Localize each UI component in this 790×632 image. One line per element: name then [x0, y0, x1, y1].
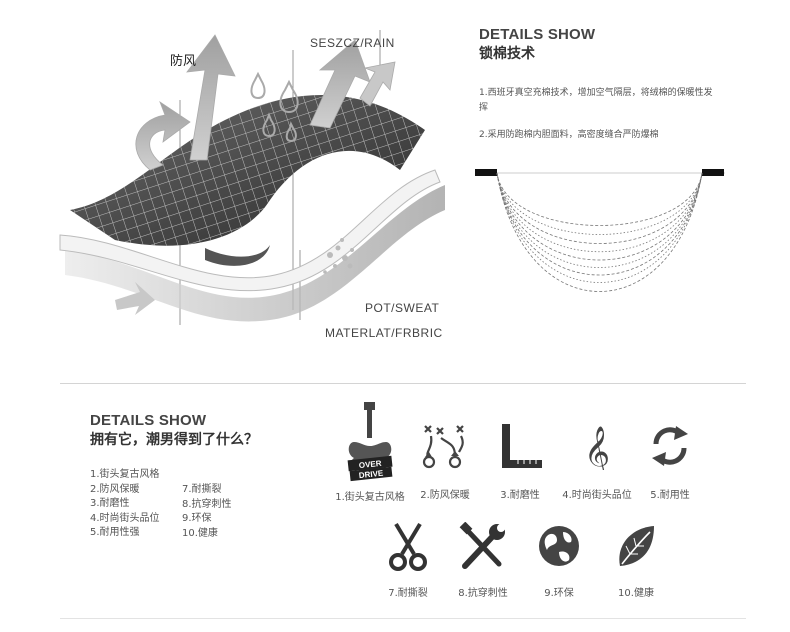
- quilt-curve: [496, 172, 703, 226]
- wrench-screwdriver-icon: [459, 522, 505, 569]
- feature-tear-resistance: 7.耐撕裂: [368, 522, 448, 599]
- list-item: 2.防风保暖: [90, 483, 140, 495]
- feature-list-column-2: 7.耐撕裂 8.抗穿刺性 9.环保 10.健康: [182, 483, 232, 541]
- list-item: 10.健康: [182, 527, 218, 539]
- guitar-badge-line2: DRIVE: [358, 469, 384, 481]
- rain-label: SESZCZ/RAIN: [310, 36, 395, 50]
- recycle-arrows-icon: [652, 426, 688, 466]
- top-details-point-2: 2.采用防跑棉内胆面料，高密度缝合严防爆棉: [479, 130, 659, 140]
- feature-durability: 5.耐用性: [630, 422, 710, 501]
- top-details-title: DETAILS SHOW: [479, 26, 596, 43]
- fabric-layer-diagram: 防风 SESZCZ/RAIN POT/SWEAT MATERLAT/FRBRIC: [55, 10, 455, 340]
- play-diagram-icon: [422, 425, 464, 469]
- feature-label: 8.抗穿刺性: [458, 588, 508, 599]
- feature-eco: 9.环保: [519, 522, 599, 599]
- fabric-layer-illustration: [59, 30, 445, 325]
- feature-label: 5.耐用性: [650, 490, 690, 501]
- feature-street-retro: OVER DRIVE 1.街头复古风格: [330, 402, 410, 503]
- material-label: MATERLAT/FRBRIC: [325, 326, 443, 340]
- feature-label: 7.耐撕裂: [388, 588, 428, 599]
- ruler-square-icon: [502, 424, 542, 468]
- quilting-curve-diagram: [470, 160, 730, 340]
- bottom-details-title: DETAILS SHOW: [90, 412, 207, 429]
- bottom-divider: [60, 618, 746, 619]
- quilt-curve: [496, 172, 703, 261]
- leaf-icon: [619, 526, 654, 566]
- feature-street-taste: 𝄞 4.时尚街头品位: [557, 422, 637, 501]
- feature-label: 4.时尚街头品位: [562, 490, 632, 501]
- treble-clef-icon: 𝄞: [584, 426, 610, 470]
- feature-windproof-warm: 2.防风保暖: [405, 422, 485, 501]
- feature-puncture-resistance: 8.抗穿刺性: [443, 522, 523, 599]
- quilt-curve: [496, 172, 703, 253]
- list-item: 1.街头复古风格: [90, 469, 160, 480]
- feature-label: 9.环保: [544, 588, 574, 599]
- globe-icon: [539, 526, 579, 566]
- feature-label: 10.健康: [618, 588, 654, 599]
- list-item: 4.时尚街头品位: [90, 512, 160, 524]
- quilt-curve: [496, 172, 703, 292]
- list-item: 8.抗穿刺性: [182, 498, 232, 510]
- scissors-icon: [389, 522, 427, 571]
- feature-label: 1.街头复古风格: [335, 492, 405, 503]
- section-divider: [60, 383, 746, 384]
- quilt-curve: [496, 172, 703, 244]
- feature-label: 2.防风保暖: [420, 490, 470, 501]
- guitar-overdrive-icon: OVER DRIVE: [347, 402, 393, 482]
- windproof-label: 防风: [170, 53, 197, 68]
- list-item: 9.环保: [182, 513, 212, 524]
- top-details-subtitle: 锁棉技术: [479, 46, 535, 62]
- top-details-point-1: 1.西班牙真空充棉技术，增加空气隔层，将绒棉的保暖性发挥: [479, 88, 713, 113]
- sweat-label: POT/SWEAT: [365, 301, 440, 315]
- guitar-badge-line1: OVER: [358, 459, 382, 470]
- list-item: 3.耐磨性: [90, 498, 130, 509]
- feature-list-column-1: 1.街头复古风格 2.防风保暖 3.耐磨性 4.时尚街头品位 5.耐用性强: [90, 468, 160, 541]
- feature-wear-resistance: 3.耐磨性: [480, 422, 560, 501]
- feature-label: 3.耐磨性: [500, 490, 540, 501]
- list-item: 5.耐用性强: [90, 527, 140, 538]
- list-item: 7.耐撕裂: [182, 484, 222, 495]
- quilt-curve: [496, 172, 703, 276]
- bottom-details-subtitle: 拥有它，潮男得到了什么？: [90, 432, 258, 448]
- quilting-curve-illustration: [475, 169, 725, 292]
- quilt-curve: [496, 172, 703, 268]
- quilt-curve: [496, 172, 703, 235]
- svg-text:𝄞: 𝄞: [584, 426, 610, 470]
- feature-health: 10.健康: [596, 522, 676, 599]
